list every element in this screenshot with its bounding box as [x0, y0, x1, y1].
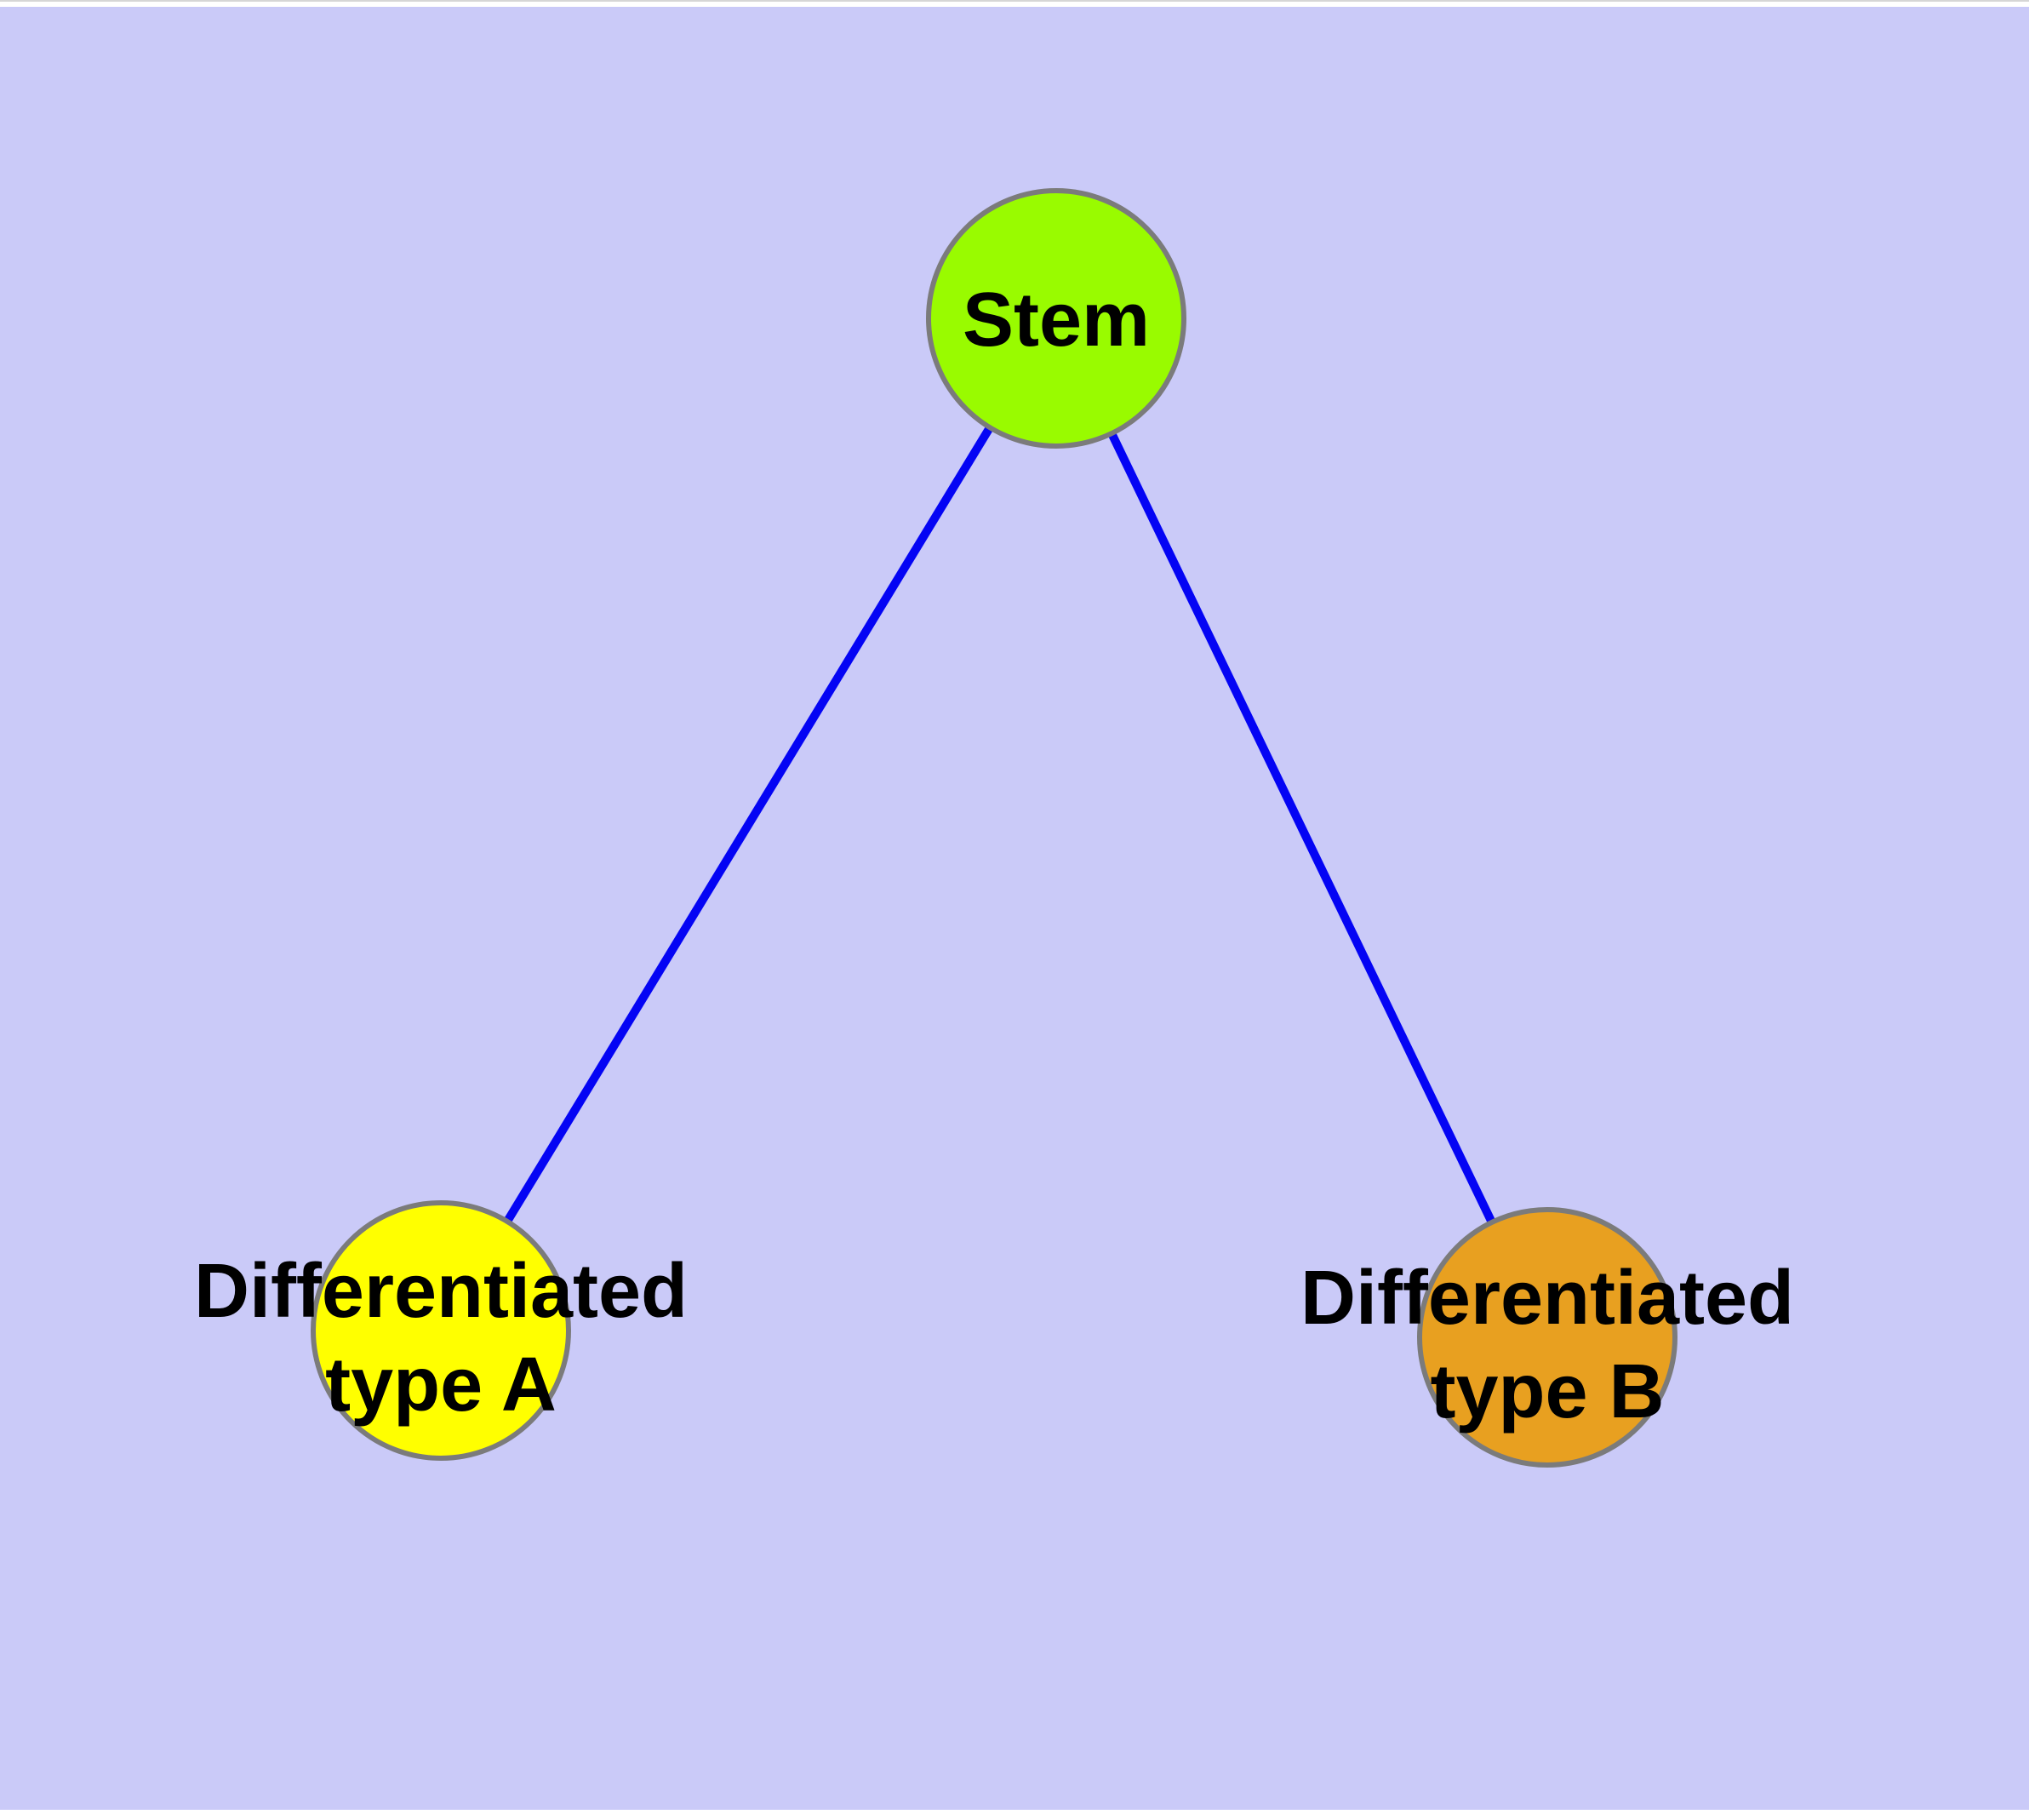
node-label-stem: Stem [963, 278, 1150, 363]
node-stem [926, 188, 1186, 449]
edge-stem-to-differentiated-type-b [1052, 316, 1552, 1340]
edge-stem-to-differentiated-type-a [437, 316, 1060, 1333]
node-differentiated-type-b [1417, 1207, 1677, 1468]
node-differentiated-type-a [311, 1200, 571, 1461]
window-top-hairline [0, 0, 2029, 2]
